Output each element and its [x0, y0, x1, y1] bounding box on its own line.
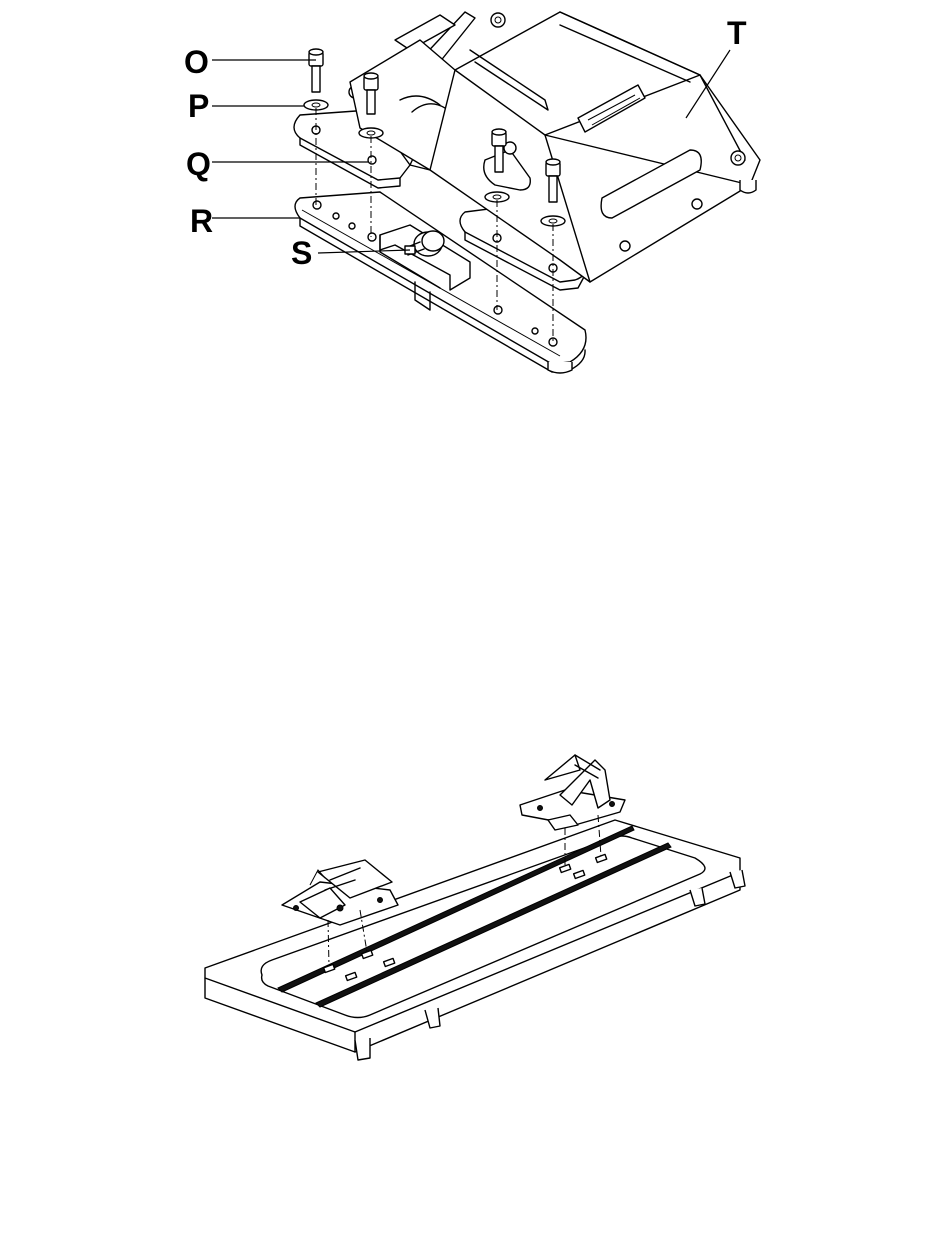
- callout-s: S: [291, 235, 312, 271]
- callout-q: Q: [186, 146, 211, 182]
- base-plate-figure: [205, 755, 745, 1060]
- callout-p: P: [188, 88, 209, 124]
- callout-r: R: [190, 203, 213, 239]
- callout-t: T: [727, 15, 747, 51]
- callout-o: O: [184, 44, 209, 80]
- exploded-bracket-figure: O P Q R S T: [184, 12, 760, 373]
